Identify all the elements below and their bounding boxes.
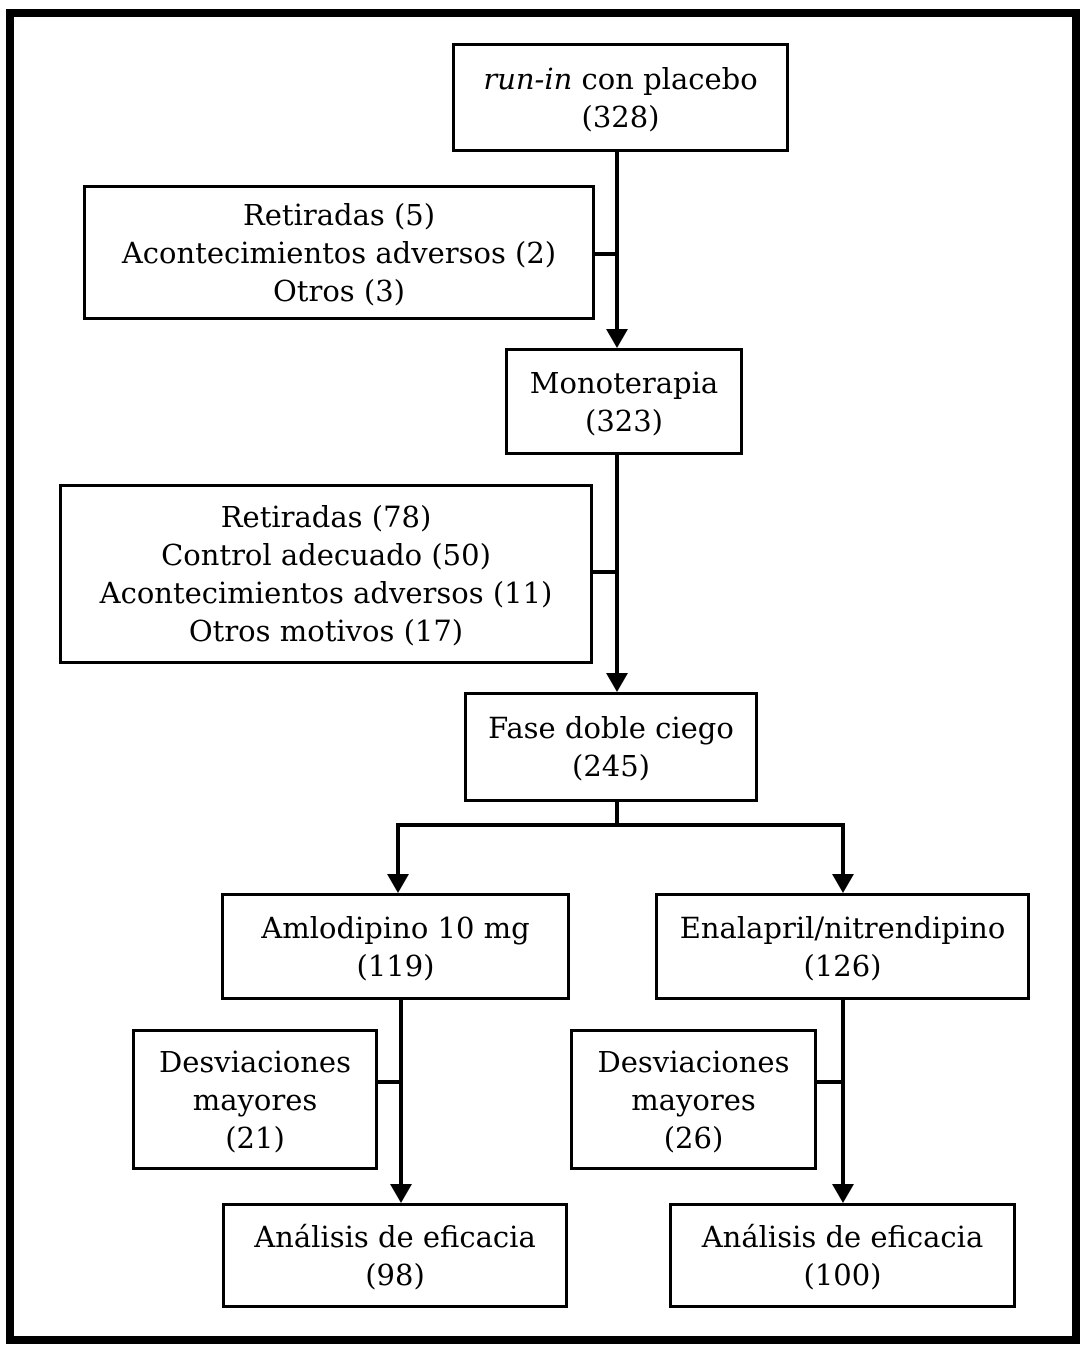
- arrowhead-to-efficacy-right: [832, 1184, 854, 1203]
- connector-split-to-amlodipine: [396, 823, 400, 875]
- connector-monotherapy-to-doubleblind: [615, 455, 619, 673]
- node-count: (21): [225, 1120, 285, 1155]
- connector-amlodipine-to-efficacy: [399, 1000, 403, 1185]
- node-efficacy-analysis-left: Análisis de eficacia (98): [222, 1203, 568, 1308]
- node-withdrawals-run-in: Retiradas (5) Acontecimientos adversos (…: [83, 185, 595, 320]
- connector-withdrawals1-stub: [595, 252, 619, 256]
- node-major-deviations-left: Desviaciones mayores (21): [132, 1029, 378, 1170]
- connector-withdrawals2-stub: [593, 570, 619, 574]
- node-count: (100): [803, 1257, 882, 1292]
- node-major-deviations-right: Desviaciones mayores (26): [570, 1029, 817, 1170]
- node-count: (119): [356, 948, 435, 983]
- run-in-italic-text: run-in: [483, 61, 573, 96]
- node-label: Desviaciones: [597, 1044, 790, 1079]
- connector-enalapril-to-efficacy: [841, 1000, 845, 1185]
- arrowhead-to-doubleblind: [606, 673, 628, 692]
- node-label: Enalapril/nitrendipino: [679, 910, 1006, 945]
- node-label: mayores: [631, 1082, 756, 1117]
- connector-doubleblind-down: [615, 802, 619, 827]
- withdrawal-line: Otros motivos (17): [188, 614, 464, 648]
- node-run-in-placebo: run-in con placebo (328): [452, 43, 789, 152]
- node-count: (126): [803, 948, 882, 983]
- run-in-rest-text: con placebo: [572, 61, 758, 96]
- connector-split-to-enalapril: [841, 823, 845, 875]
- withdrawal-line: Acontecimientos adversos (11): [99, 576, 553, 610]
- node-withdrawals-monotherapy: Retiradas (78) Control adecuado (50) Aco…: [59, 484, 593, 664]
- node-monotherapy: Monoterapia (323): [505, 348, 743, 455]
- node-amlodipine-arm: Amlodipino 10 mg (119): [221, 893, 570, 1000]
- node-count: (328): [581, 99, 660, 134]
- arrowhead-to-enalapril: [832, 874, 854, 893]
- node-label: run-in con placebo: [483, 60, 757, 98]
- node-label: Monoterapia: [529, 365, 719, 400]
- node-label: Análisis de eficacia: [254, 1219, 536, 1254]
- withdrawal-line: Acontecimientos adversos (2): [121, 235, 557, 270]
- arrowhead-to-monotherapy: [606, 329, 628, 348]
- withdrawal-line: Retiradas (78): [220, 500, 432, 534]
- node-label: Fase doble ciego: [488, 711, 734, 745]
- node-label: Amlodipino 10 mg: [261, 910, 530, 945]
- node-double-blind-phase: Fase doble ciego (245): [464, 692, 758, 802]
- connector-branch-split: [396, 823, 845, 827]
- connector-deviations-left-stub: [378, 1080, 403, 1084]
- node-count: (245): [572, 749, 650, 783]
- withdrawal-line: Retiradas (5): [242, 197, 436, 232]
- node-enalapril-nitrendipine-arm: Enalapril/nitrendipino (126): [655, 893, 1030, 1000]
- node-count: (26): [663, 1120, 724, 1155]
- node-label: Desviaciones: [159, 1044, 351, 1079]
- node-count: (98): [365, 1257, 425, 1292]
- withdrawal-line: Control adecuado (50): [161, 538, 491, 572]
- connector-runin-to-monotherapy: [615, 152, 619, 330]
- node-efficacy-analysis-right: Análisis de eficacia (100): [669, 1203, 1016, 1308]
- node-label: Análisis de eficacia: [701, 1219, 984, 1254]
- arrowhead-to-amlodipine: [387, 874, 409, 893]
- connector-deviations-right-stub: [817, 1080, 845, 1084]
- node-count: (323): [585, 403, 663, 438]
- arrowhead-to-efficacy-left: [390, 1184, 412, 1203]
- outer-border: [6, 9, 1080, 1344]
- node-label: mayores: [192, 1082, 318, 1117]
- withdrawal-line: Otros (3): [273, 273, 405, 308]
